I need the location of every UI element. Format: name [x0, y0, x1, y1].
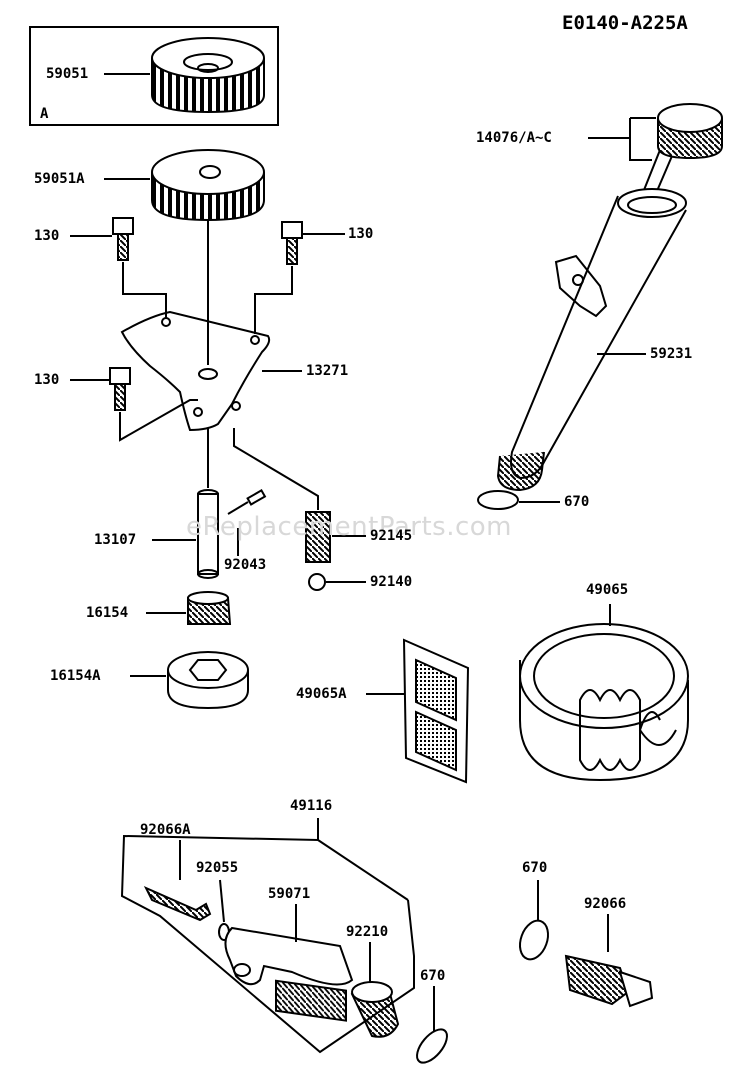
- pin-92043-drawing: [246, 489, 267, 506]
- label-16154[interactable]: 16154: [86, 605, 129, 621]
- bolt-mid-left-drawing: [109, 367, 131, 411]
- spring-92145-drawing: [305, 511, 331, 563]
- label-59231[interactable]: 59231: [650, 346, 693, 362]
- label-130-top-right[interactable]: 130: [348, 226, 374, 242]
- bolt-top-left-drawing: [112, 217, 134, 261]
- label-670-pipe[interactable]: 670: [420, 968, 446, 984]
- screen-49065a-drawing: [402, 638, 470, 784]
- shaft-13107-drawing: [197, 489, 219, 579]
- oil-tube-59231-drawing: [496, 188, 687, 492]
- inset-tag: A: [40, 106, 49, 122]
- label-59071[interactable]: 59071: [268, 886, 311, 902]
- collar-92210-drawing: [350, 981, 400, 1038]
- ball-92140-drawing: [308, 573, 326, 591]
- label-670-tube[interactable]: 670: [564, 494, 590, 510]
- dipstick-14076-drawing: [635, 103, 723, 213]
- label-16154a[interactable]: 16154A: [50, 668, 101, 684]
- watermark-text: eReplacementParts.com: [186, 512, 513, 542]
- label-59051[interactable]: 59051: [46, 66, 89, 82]
- label-59051a[interactable]: 59051A: [34, 171, 85, 187]
- label-49065a[interactable]: 49065A: [296, 686, 347, 702]
- label-49065[interactable]: 49065: [586, 582, 629, 598]
- label-92145[interactable]: 92145: [370, 528, 413, 544]
- inset-box: [29, 26, 279, 126]
- label-92066a[interactable]: 92066A: [140, 822, 191, 838]
- label-92055[interactable]: 92055: [196, 860, 239, 876]
- diagram-code: E0140-A225A: [562, 12, 688, 34]
- plate-13271-drawing: [120, 310, 271, 432]
- oring-plug-drawing: [518, 919, 550, 961]
- label-130-mid-left[interactable]: 130: [34, 372, 60, 388]
- drain-plug-92066-drawing: [564, 954, 654, 1008]
- label-130-top-left[interactable]: 130: [34, 228, 60, 244]
- label-13107[interactable]: 13107: [94, 532, 137, 548]
- label-13271[interactable]: 13271: [306, 363, 349, 379]
- oring-pipe-drawing: [416, 1028, 448, 1064]
- gear-59051-drawing: [151, 37, 265, 114]
- label-670-plug[interactable]: 670: [522, 860, 548, 876]
- gear-59051a-drawing: [151, 149, 265, 222]
- rotor-16154-drawing: [187, 591, 232, 625]
- pipe-59071-drawing: [224, 926, 354, 1022]
- rotor-16154a-drawing: [167, 651, 249, 710]
- label-14076[interactable]: 14076/A~C: [476, 130, 552, 146]
- oring-tube-drawing: [477, 490, 519, 510]
- plug-92066a-drawing: [143, 885, 212, 922]
- label-92066[interactable]: 92066: [584, 896, 627, 912]
- filter-49065-drawing: [519, 623, 689, 782]
- label-49116[interactable]: 49116: [290, 798, 333, 814]
- pipe-assy-bracket: [120, 818, 415, 1054]
- label-92043[interactable]: 92043: [224, 557, 267, 573]
- bolt-top-right-drawing: [281, 221, 303, 265]
- label-92140[interactable]: 92140: [370, 574, 413, 590]
- label-92210[interactable]: 92210: [346, 924, 389, 940]
